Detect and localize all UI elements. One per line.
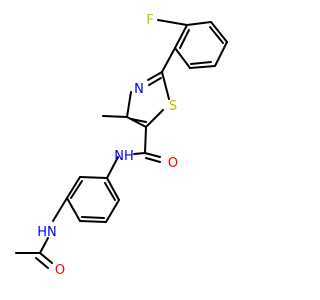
bond — [130, 118, 147, 123]
bond-n-c — [39, 237, 49, 254]
bond-methyl — [102, 115, 128, 118]
bond-c-o-1 — [144, 152, 161, 158]
bond — [66, 197, 81, 222]
atom-fluorine: F — [146, 13, 153, 28]
bond — [145, 109, 164, 128]
bond-n-aryl — [106, 156, 119, 179]
molecule-canvas: F N S O NH HN O — [15, 13, 228, 278]
bond — [209, 26, 224, 44]
atom-thiazole-sulfur: S — [169, 99, 177, 114]
phenyl-ring — [66, 176, 120, 223]
bond — [70, 180, 83, 199]
bond-c-o-2 — [145, 157, 161, 163]
bond — [106, 177, 120, 201]
bond-c-f — [157, 19, 188, 26]
bond — [186, 21, 212, 26]
bond-c-o-acetyl-2 — [35, 257, 49, 269]
bond — [161, 71, 170, 100]
atom-amide-oxygen: O — [168, 156, 178, 171]
bond — [126, 91, 132, 118]
bond — [79, 176, 108, 179]
bond — [105, 199, 120, 223]
bond-c-n — [133, 152, 146, 155]
bond — [214, 41, 228, 67]
bond — [190, 61, 212, 65]
thiazole-ring — [126, 71, 170, 128]
atom-thiazole-nitrogen: N — [134, 82, 144, 97]
bond — [81, 216, 105, 219]
bond — [79, 220, 107, 223]
bond-aryl-thiazole — [161, 47, 176, 73]
molecule-structure: F N S O NH HN O — [15, 13, 228, 278]
bond-aryl-n — [52, 197, 68, 222]
bond — [179, 29, 190, 49]
bond — [148, 77, 162, 86]
fluorophenyl-ring — [174, 21, 228, 69]
atom-acetamide-nh: HN — [37, 225, 57, 240]
bond — [147, 71, 163, 81]
bond — [174, 47, 191, 69]
bond — [174, 24, 188, 49]
bond-c-o-acetyl-1 — [39, 252, 53, 264]
bond-c-carbonyl — [144, 126, 147, 154]
bond — [189, 65, 216, 69]
atom-acetyl-oxygen: O — [55, 263, 65, 278]
bond — [210, 21, 228, 43]
bond — [66, 176, 81, 199]
bond — [104, 182, 116, 201]
atom-amide-nh: NH — [114, 149, 134, 164]
